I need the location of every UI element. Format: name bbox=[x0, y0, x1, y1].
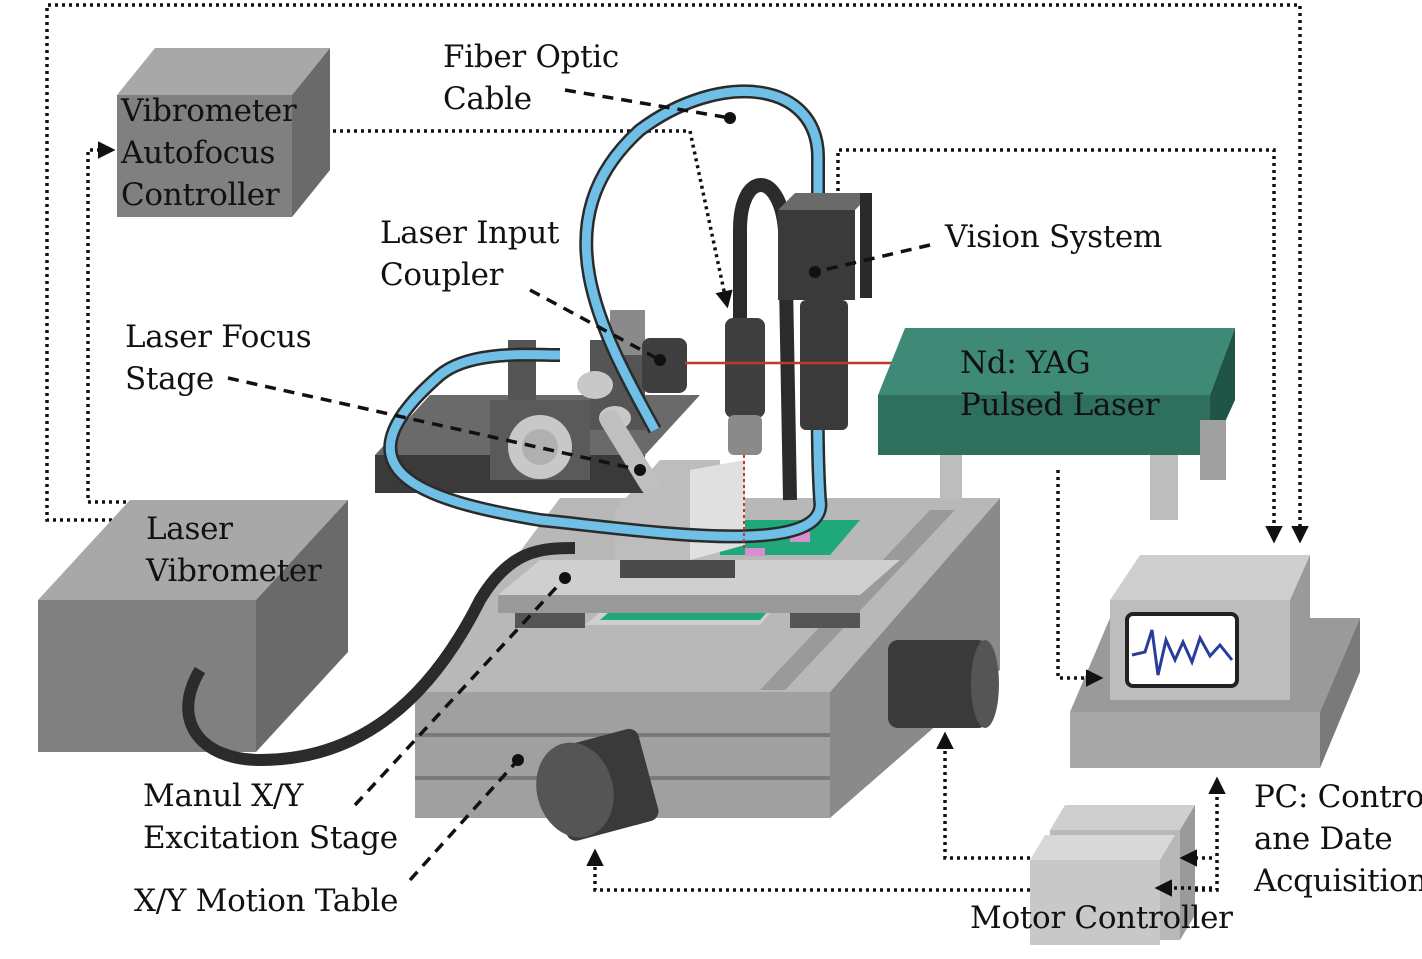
fiber-optic-cable-core bbox=[385, 86, 825, 541]
label-line: ane Date bbox=[1254, 821, 1393, 857]
label-line: X/Y Motion Table bbox=[134, 883, 399, 919]
label-line: Controller bbox=[121, 177, 280, 213]
label-pc-control-data-acquisition: PC: Control ane Date Acquisition bbox=[1254, 776, 1422, 902]
label-line: Fiber Optic bbox=[443, 39, 619, 75]
label-line: Nd: YAG bbox=[960, 345, 1091, 381]
label-nd-yag-pulsed-laser: Nd: YAG Pulsed Laser bbox=[960, 342, 1160, 426]
motor-front bbox=[536, 728, 659, 841]
pc-computer bbox=[1070, 555, 1360, 768]
vibrometer-to-pc-signal-line bbox=[45, 3, 1309, 544]
vision-to-pc-signal-line bbox=[836, 148, 1283, 544]
label-vision-system: Vision System bbox=[945, 216, 1162, 258]
label-vibrometer-autofocus-controller: Vibrometer Autofocus Controller bbox=[121, 90, 297, 216]
leader-fiber-optic bbox=[564, 88, 731, 120]
label-laser-vibrometer: Laser Vibrometer bbox=[146, 508, 322, 592]
vibrometer-cable bbox=[182, 542, 576, 767]
label-manual-xy-excitation-stage: Manul X/Y Excitation Stage bbox=[143, 775, 398, 859]
label-laser-input-coupler: Laser Input Coupler bbox=[380, 212, 559, 296]
laser-vibrometer-box bbox=[38, 500, 348, 752]
motor-side bbox=[888, 640, 999, 728]
label-line: Manul X/Y bbox=[143, 778, 304, 814]
label-line: Autofocus bbox=[121, 135, 276, 171]
leader-vision-system bbox=[814, 243, 931, 274]
label-line: Laser Input bbox=[380, 215, 560, 251]
leader-motion-table bbox=[408, 758, 520, 882]
label-line: Vibrometer bbox=[146, 553, 322, 589]
mc-to-motor-front-line bbox=[586, 848, 1030, 892]
label-line: PC: Control bbox=[1254, 779, 1422, 815]
vibrometer-to-controller-signal-line bbox=[86, 141, 140, 504]
label-xy-motion-table: X/Y Motion Table bbox=[134, 880, 398, 922]
label-line: Motor Controller bbox=[970, 900, 1233, 936]
label-laser-focus-stage: Laser Focus Stage bbox=[125, 316, 312, 400]
vision-system-camera bbox=[778, 193, 872, 430]
leader-laser-focus-stage bbox=[227, 376, 641, 472]
nd-yag-laser bbox=[878, 328, 1235, 520]
pc-to-mc-signal-line bbox=[1195, 776, 1226, 892]
leader-manual-stage bbox=[353, 576, 567, 807]
vibrometer-autofocus-controller-box bbox=[117, 48, 330, 217]
vibrometer-probe bbox=[725, 318, 765, 455]
label-line: Acquisition bbox=[1254, 863, 1422, 899]
label-line: Excitation Stage bbox=[143, 820, 398, 856]
label-line: Vision System bbox=[945, 219, 1163, 255]
laser-focus-stage bbox=[375, 310, 700, 495]
label-line: Stage bbox=[125, 361, 214, 397]
label-fiber-optic-cable: Fiber Optic Cable bbox=[443, 36, 619, 120]
label-line: Laser Focus bbox=[125, 319, 312, 355]
label-line: Cable bbox=[443, 81, 532, 117]
signal-waveform bbox=[1131, 629, 1234, 676]
laser-to-pc-signal-line bbox=[1056, 470, 1104, 687]
label-line: Pulsed Laser bbox=[960, 387, 1160, 423]
label-line: Laser bbox=[146, 511, 233, 547]
label-line: Vibrometer bbox=[121, 93, 297, 129]
label-motor-controller: Motor Controller bbox=[970, 897, 1233, 939]
mc-to-motor-side-line bbox=[936, 731, 1030, 860]
controller-to-pc-signal-line bbox=[312, 129, 733, 309]
leader-laser-input-coupler bbox=[529, 288, 661, 362]
label-line: Coupler bbox=[380, 257, 504, 293]
